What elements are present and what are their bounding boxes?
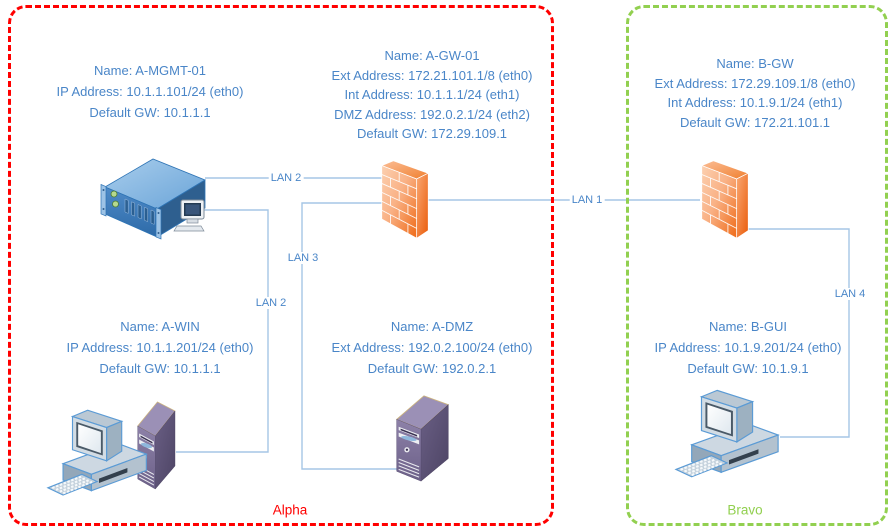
device-ext: Ext Address: 172.29.109.1/8 (eth0) [654,75,856,91]
alpha-zone-label: Alpha [272,502,308,518]
device-name: Name: B-GUI [708,319,787,334]
b-gui-label: Name: B-GUI IP Address: 10.1.9.201/24 (e… [598,316,891,379]
device-gw: Default GW: 10.1.1.1 [99,361,221,376]
lan3-label: LAN 3 [285,252,321,264]
device-ip: IP Address: 10.1.9.201/24 (eth0) [654,340,842,355]
a-mgmt-label: Name: A-MGMT-01 IP Address: 10.1.1.101/2… [0,60,300,123]
device-gw: Default GW: 10.1.9.1 [687,361,809,376]
bravo-zone-label: Bravo [727,502,763,518]
device-name: Name: A-WIN [120,319,200,334]
workstation-with-tower-icon[interactable] [46,388,184,508]
lan2-vertical-connector [176,209,269,453]
device-gw: Default GW: 172.21.101.1 [679,114,831,130]
lan4-connector [744,228,850,438]
device-gw: Default GW: 192.0.2.1 [367,361,497,376]
a-win-label: Name: A-WIN IP Address: 10.1.1.201/24 (e… [10,316,310,379]
lan1-label: LAN 1 [569,194,605,206]
tower-server-icon[interactable] [386,388,458,486]
firewall-icon[interactable] [694,156,756,244]
lan3-connector [301,202,400,470]
lan2-vertical-label: LAN 2 [253,297,289,309]
device-name: Name: A-DMZ [390,319,474,334]
firewall-icon[interactable] [374,156,436,244]
a-gw-label: Name: A-GW-01 Ext Address: 172.21.101.1/… [282,46,582,144]
device-name: Name: A-MGMT-01 [94,63,206,78]
device-dmz: DMZ Address: 192.0.2.1/24 (eth2) [334,106,530,122]
device-gw: Default GW: 172.29.109.1 [356,126,508,141]
device-ext: Ext Address: 192.0.2.100/24 (eth0) [331,340,533,355]
device-ip: IP Address: 10.1.1.201/24 (eth0) [66,340,254,355]
a-dmz-label: Name: A-DMZ Ext Address: 192.0.2.100/24 … [282,316,582,379]
lan2-top-label: LAN 2 [268,172,304,184]
rack-server-icon[interactable] [95,145,207,240]
device-ext: Ext Address: 172.21.101.1/8 (eth0) [331,67,533,83]
desktop-pc-icon[interactable] [674,384,784,490]
device-name: Name: B-GW [716,56,794,71]
lan4-label: LAN 4 [832,288,868,300]
b-gw-label: Name: B-GW Ext Address: 172.29.109.1/8 (… [605,54,891,132]
device-int: Int Address: 10.1.1.1/24 (eth1) [344,87,520,102]
device-ip: IP Address: 10.1.1.101/24 (eth0) [56,84,244,99]
device-int: Int Address: 10.1.9.1/24 (eth1) [667,95,843,110]
device-gw: Default GW: 10.1.1.1 [89,105,211,120]
device-name: Name: A-GW-01 [384,48,480,63]
